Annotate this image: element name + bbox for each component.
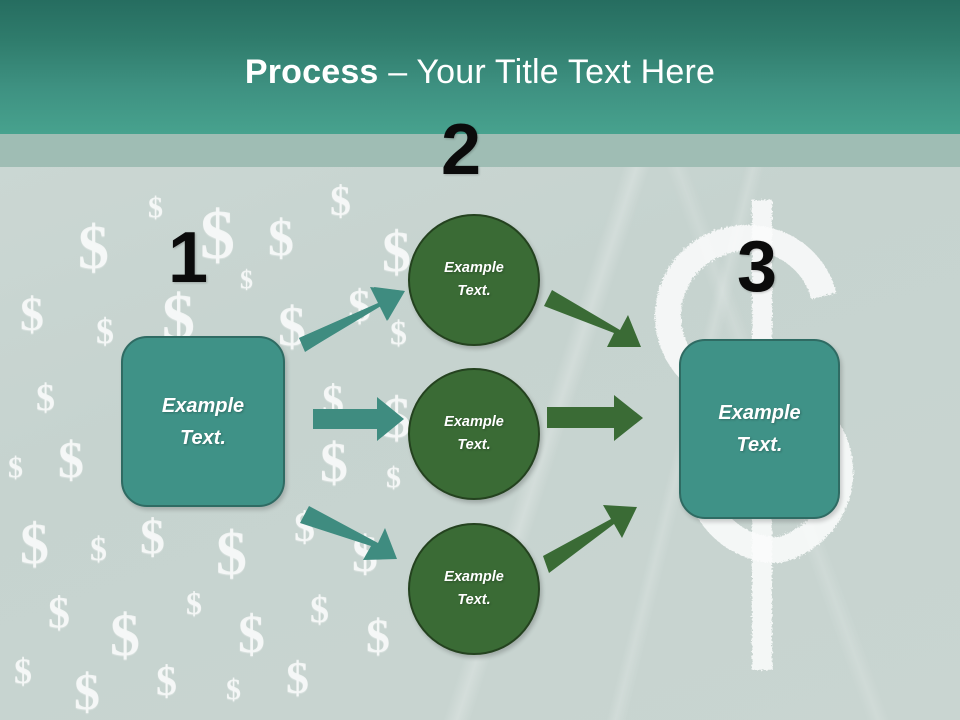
page-title-bold: Process [244,53,379,91]
process-circle-middle-line1: Example [444,414,504,430]
header-band [0,0,960,134]
page-title-rest: Your Title Text Here [416,53,716,91]
process-box-right[interactable]: Example Text. [679,339,840,519]
process-circle-middle-line2: Text. [457,437,491,453]
process-box-left[interactable]: Example Text. [121,336,285,507]
process-box-right-line1: Example [718,402,801,424]
process-circle-top-line2: Text. [457,283,491,299]
page-title-separator: – [378,53,417,91]
process-circle-bottom-line1: Example [444,569,504,585]
process-circle-bottom-line2: Text. [457,592,491,608]
step-number-3: 3 [737,227,778,307]
page-title: Process – Your Title Text Here [0,52,960,92]
header-mid-band [0,134,960,167]
process-circle-middle[interactable]: Example Text. [408,368,540,500]
step-number-1: 1 [168,218,209,298]
process-circle-top-line1: Example [444,260,504,276]
process-circle-bottom[interactable]: Example Text. [408,523,540,655]
step-number-2: 2 [441,110,482,190]
process-box-left-line2: Text. [180,426,226,449]
process-box-right-line2: Text. [736,434,783,456]
process-box-left-line1: Example [161,394,245,417]
process-circle-top[interactable]: Example Text. [408,214,540,346]
